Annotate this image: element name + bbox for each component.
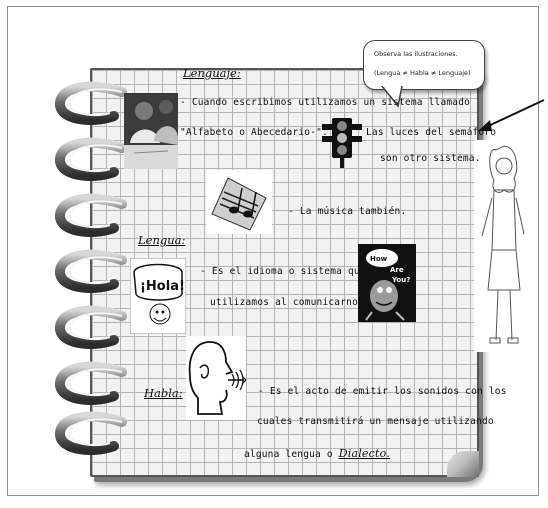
callout-line-1: Observa las ilustraciones. (374, 50, 458, 58)
notebook-ring-icon (54, 411, 127, 455)
heading-lenguaje: Lenguaje: (183, 66, 241, 80)
musica-line: - La música también. (288, 206, 407, 217)
lengua-line-1: - Es el idioma o sistema que (200, 266, 366, 277)
hola-text: ¡Hola! (140, 279, 185, 294)
habla-line-3: alguna lengua o Dialecto. (244, 447, 390, 460)
cartoon-word-3: You? (391, 276, 410, 284)
heading-habla: Habla: (144, 386, 183, 400)
callout-tail (381, 86, 403, 108)
dialecto-word: Dialecto. (338, 447, 390, 460)
callout-line-2: (Lengua ≠ Habla ≠ Lenguaje) (374, 69, 471, 77)
page-curl (447, 451, 479, 477)
notebook-ring-icon (54, 193, 127, 237)
habla-line-1: - Es el acto de emitir los sonidos con l… (258, 386, 507, 397)
cartoon-word-2: Are (390, 266, 404, 274)
lenguaje-line-2: "Alfabeto o Abecedario-". (180, 127, 328, 138)
speaking-head-icon (186, 336, 246, 420)
habla-line-3-text: alguna lengua o (244, 449, 339, 460)
music-note-icon (206, 170, 272, 234)
habla-line-2: cuales transmitirá un mensaje utilizando (257, 416, 494, 427)
speech-callout: Observa las ilustraciones. (Lengua ≠ Hab… (363, 40, 485, 90)
semaforo-line-2: son otro sistema. (380, 153, 481, 164)
semaforo-line-1: Las luces del semáforo (366, 127, 497, 138)
lenguaje-line-1: - Cuando escribimos utilizamos un sistem… (180, 97, 471, 108)
how-are-you-cartoon: How Are You? (358, 244, 416, 322)
arrow-icon (478, 99, 545, 131)
spiral-binding (54, 81, 127, 455)
notebook-ring-icon (54, 305, 127, 349)
notebook-ring-icon (54, 81, 127, 125)
cartoon-word-1: How (370, 255, 388, 263)
hola-illustration: ¡Hola! (130, 258, 186, 334)
notebook-ring-icon (54, 137, 127, 181)
lengua-line-2: utilizamos al comunicarnos. (210, 297, 370, 308)
notebook-ring-icon (54, 361, 127, 405)
girl-illustration (474, 140, 534, 352)
notebook-ring-icon (54, 249, 127, 293)
heading-lengua: Lengua: (138, 233, 186, 247)
students-writing-photo (124, 93, 178, 169)
traffic-light-icon (322, 118, 362, 168)
